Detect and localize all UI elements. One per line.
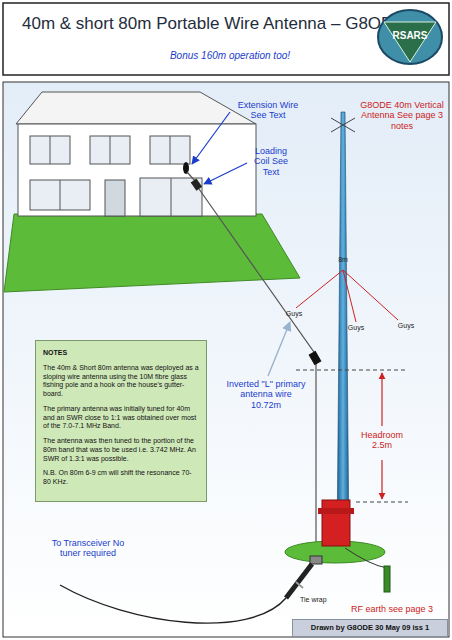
notes-paragraph: N.B. On 80m 6-9 cm will shift the resona… [43,469,199,487]
callout-label: 8m [333,256,353,264]
callout-label: Inverted "L" primary antenna wire 10.72m [226,379,306,410]
fishing-pole [337,112,349,545]
earth-wire [345,548,387,568]
insulator [309,351,322,365]
leader-line [204,163,247,184]
callout-label: Extension Wire See Text [232,100,304,121]
logo: RSARS [376,8,444,66]
loading-coil [191,179,202,191]
subtitle: Bonus 160m operation too! [150,50,310,62]
dimension-line [296,370,408,371]
dimension-line [356,502,408,503]
dimension-arrow [381,460,382,499]
notes-paragraph: The 40m & Short 80m antenna was deployed… [43,364,199,399]
notes-paragraph: The antenna was then tuned to the portio… [43,437,199,463]
leader-line [192,112,230,164]
header-box [3,3,449,75]
callout-label: To Transceiver No tuner required [46,538,130,559]
main-panel [3,82,449,637]
logo-text: RSARS [376,8,444,43]
coax-connector [310,556,322,564]
notes-paragraph: The primary antenna was initially tuned … [43,405,199,431]
vertical-top [331,118,355,132]
title: 40m & short 80m Portable Wire Antenna – … [22,14,405,34]
callout-label: Tie wrap [300,596,340,604]
lawn [4,214,300,292]
insulator [183,162,189,174]
footer-box: Drawn by G8ODE 30 May 09 iss 1 [292,619,448,637]
callout-label: Guys [392,322,420,330]
dimension-arrow [381,373,382,426]
coax [286,564,312,598]
antenna-wire [199,189,316,562]
notes-heading: NOTES [43,349,199,358]
callout-label: Headroom 2.5m [352,430,412,451]
house [16,92,256,216]
pole-clamp [318,508,354,514]
callout-label: Guys [342,324,370,332]
notes-box: NOTES The 40m & Short 80m antenna was dep… [35,340,207,502]
transceiver-cable [60,585,286,623]
earth-stake [384,566,390,592]
callout-label: Loading Coil See Text [249,146,293,177]
vertical-top [331,118,355,132]
guy-lines [296,270,398,322]
footer-text: Drawn by G8ODE 30 May 09 iss 1 [297,623,443,632]
callout-label: Guys [280,310,308,318]
callout-label: G8ODE 40m Vertical Antenna See page 3 no… [358,100,446,131]
leader-line [268,322,290,376]
tie-wrap [296,582,303,588]
callout-label: RF earth see page 3 [344,604,440,614]
pole-base [322,500,350,546]
